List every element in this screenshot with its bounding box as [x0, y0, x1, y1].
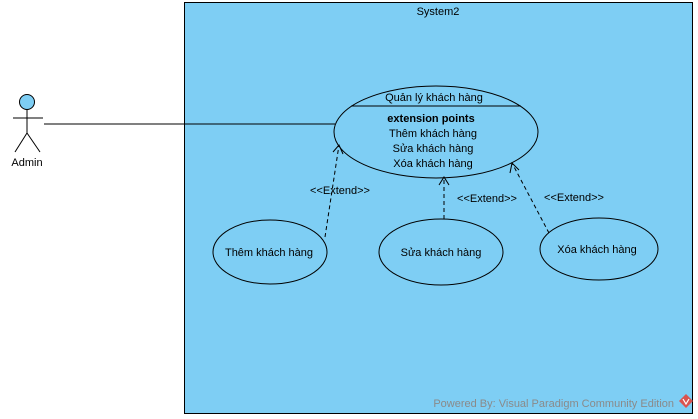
extension-points-label: extension points — [387, 113, 474, 125]
extend-arrowhead-icon — [438, 176, 450, 186]
extend-label: <<Extend>> — [310, 185, 370, 197]
extend-arrowhead-icon — [332, 144, 344, 155]
extend-label: <<Extend>> — [457, 193, 517, 205]
actor-left-leg — [14, 132, 28, 153]
extension-point: Xóa khách hàng — [393, 158, 473, 170]
use-case-name: Sửa khách hàng — [401, 247, 482, 259]
visual-paradigm-logo-icon — [679, 394, 693, 408]
use-case-quan-ly-khach-hang[interactable]: Quản lý khách hàng extension points Thêm… — [333, 85, 539, 179]
extend-dashed-line — [511, 162, 550, 234]
use-case-name: Xóa khách hàng — [557, 244, 637, 256]
actor-admin[interactable]: Admin — [11, 94, 43, 170]
system-boundary[interactable] — [184, 2, 693, 414]
extend-relation-xoa[interactable]: <<Extend>> — [509, 161, 604, 234]
extend-relation-them[interactable]: <<Extend>> — [310, 144, 370, 238]
actor-head — [19, 94, 35, 110]
extend-label: <<Extend>> — [544, 192, 604, 204]
system-title: System2 — [417, 6, 460, 18]
extend-relation-sua[interactable]: <<Extend>> — [438, 176, 517, 219]
main-use-case-name: Quản lý khách hàng — [385, 92, 483, 104]
use-case-ellipse — [378, 218, 504, 286]
extend-dashed-line — [324, 144, 340, 238]
main-use-case-ellipse — [333, 85, 539, 179]
use-case-xoa-khach-hang[interactable]: Xóa khách hàng — [539, 217, 659, 281]
extension-point: Sửa khách hàng — [393, 143, 474, 155]
use-case-them-khach-hang[interactable]: Thêm khách hàng — [212, 219, 328, 285]
powered-by-watermark: Powered By: Visual Paradigm Community Ed… — [433, 398, 674, 410]
extension-point: Thêm khách hàng — [389, 128, 477, 140]
use-case-ellipse — [212, 219, 328, 285]
actor-name: Admin — [11, 157, 42, 169]
extend-arrowhead-icon — [509, 161, 520, 174]
use-case-sua-khach-hang[interactable]: Sửa khách hàng — [378, 218, 504, 286]
actor-right-leg — [26, 132, 41, 153]
use-case-name: Thêm khách hàng — [225, 247, 313, 259]
use-case-ellipse — [539, 217, 659, 281]
